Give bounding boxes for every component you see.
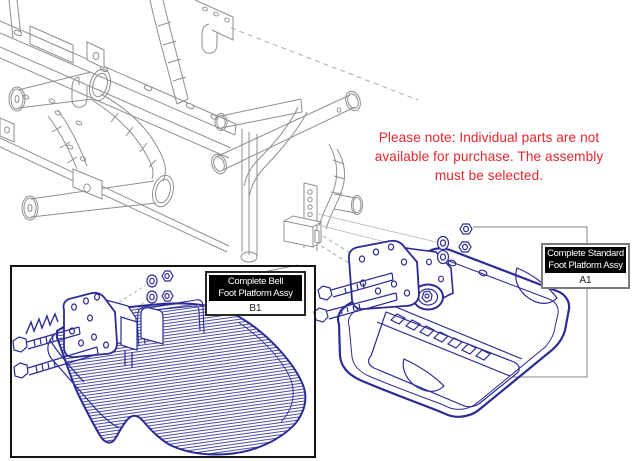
note-line: must be selected. <box>434 168 544 183</box>
bell-foot-platform-drawing <box>12 270 307 456</box>
spring <box>25 312 59 335</box>
label-title-line: Complete Standard <box>547 248 624 259</box>
bell-bracket-holes <box>68 293 109 349</box>
bell-mounting-bolts <box>12 326 99 379</box>
label-title-line: Foot Platform Assy <box>218 287 293 299</box>
note-line: available for purchase. The assembly <box>374 149 604 164</box>
label-title-line: Foot Platform Assy <box>548 259 623 271</box>
frame-drawing <box>0 0 438 305</box>
mounting-bolts <box>313 272 398 323</box>
note-line: Please note: Individual parts are not <box>378 130 600 145</box>
standard-foot-platform-drawing <box>313 223 571 418</box>
standard-assembly-part-id: A1 <box>579 275 592 286</box>
tread-ladder-squares <box>389 313 492 361</box>
standard-assembly-label-title: Complete Standard Foot Platform Assy <box>545 247 626 273</box>
bell-washers-and-nuts <box>146 270 174 304</box>
standard-assembly-label: Complete Standard Foot Platform Assy A1 <box>541 243 630 289</box>
label-title-line: Complete Bell <box>227 276 284 287</box>
purchase-disclaimer-note: Please note: Individual parts are not av… <box>340 128 634 185</box>
washers-and-nuts <box>436 223 473 265</box>
bell-assembly-label: Complete Bell Foot Platform Assy B1 <box>205 271 306 316</box>
bell-assembly-part-id: B1 <box>249 303 262 314</box>
a1-leader-line <box>473 226 588 378</box>
bell-assembly-label-title: Complete Bell Foot Platform Assy <box>209 275 302 301</box>
bracket-holes <box>358 243 411 297</box>
